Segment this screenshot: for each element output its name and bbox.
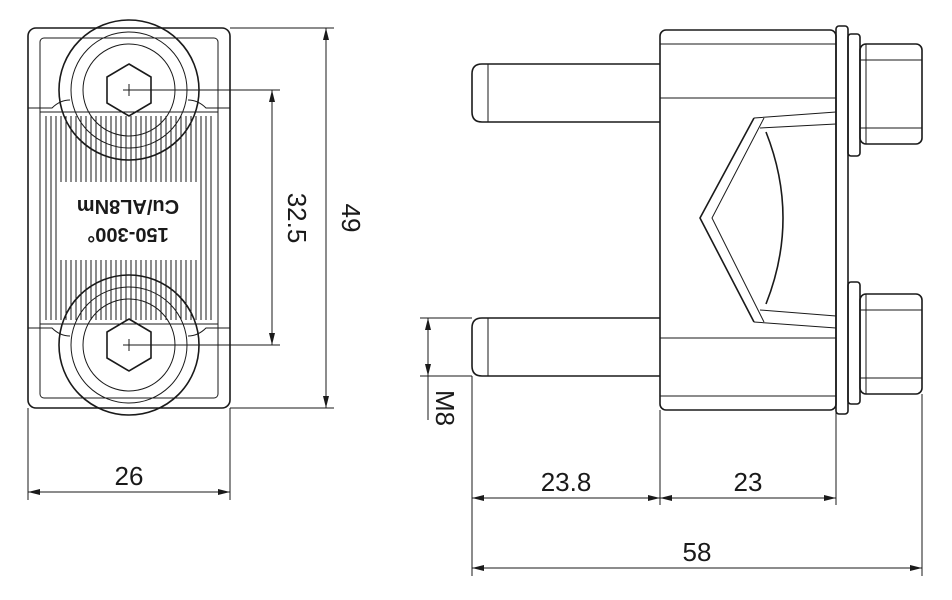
v-groove <box>699 111 837 329</box>
dim-pin-length-label: 23.8 <box>541 467 592 497</box>
dim-height: 49 <box>230 27 366 409</box>
dim-pin-and-body: 23.8 23 <box>471 376 837 576</box>
upper-bolt-hex-icon <box>106 63 152 117</box>
dim-thread-label: M8 <box>430 390 460 426</box>
engraving-line1: 150-300° <box>87 223 168 245</box>
side-view: M8 23.8 23 58 <box>420 25 923 576</box>
upper-bolt-head-side <box>859 43 923 145</box>
upper-pin <box>471 63 660 123</box>
lower-bolt <box>58 274 200 416</box>
dim-width: 26 <box>27 408 231 500</box>
dim-bolt-spacing-label: 32.5 <box>282 193 312 244</box>
ribbed-panel <box>39 111 219 325</box>
lower-pin <box>471 317 660 377</box>
dim-overall-length-label: 58 <box>683 537 712 567</box>
dim-width-label: 26 <box>115 461 144 491</box>
engraving-plate <box>58 182 198 260</box>
washer-stack <box>835 25 861 415</box>
lower-bolt-head-side <box>859 293 923 395</box>
front-upper-notch <box>28 99 230 109</box>
front-view: 150-300° Cu/AL8Nm 26 <box>27 19 366 500</box>
dim-overall: 58 <box>472 394 923 576</box>
engraving: 150-300° Cu/AL8Nm <box>77 195 179 245</box>
lower-bolt-hex-icon <box>106 318 152 372</box>
dim-thread: M8 <box>420 317 472 426</box>
side-body <box>659 29 837 411</box>
front-lower-notch <box>28 327 230 337</box>
dim-height-label: 49 <box>336 204 366 233</box>
cable-saddle <box>765 131 784 305</box>
engraving-line2: Cu/AL8Nm <box>77 195 179 217</box>
dim-body-depth-label: 23 <box>734 467 763 497</box>
front-body-outline <box>27 27 231 409</box>
dim-bolt-spacing: 32.5 <box>129 89 312 346</box>
